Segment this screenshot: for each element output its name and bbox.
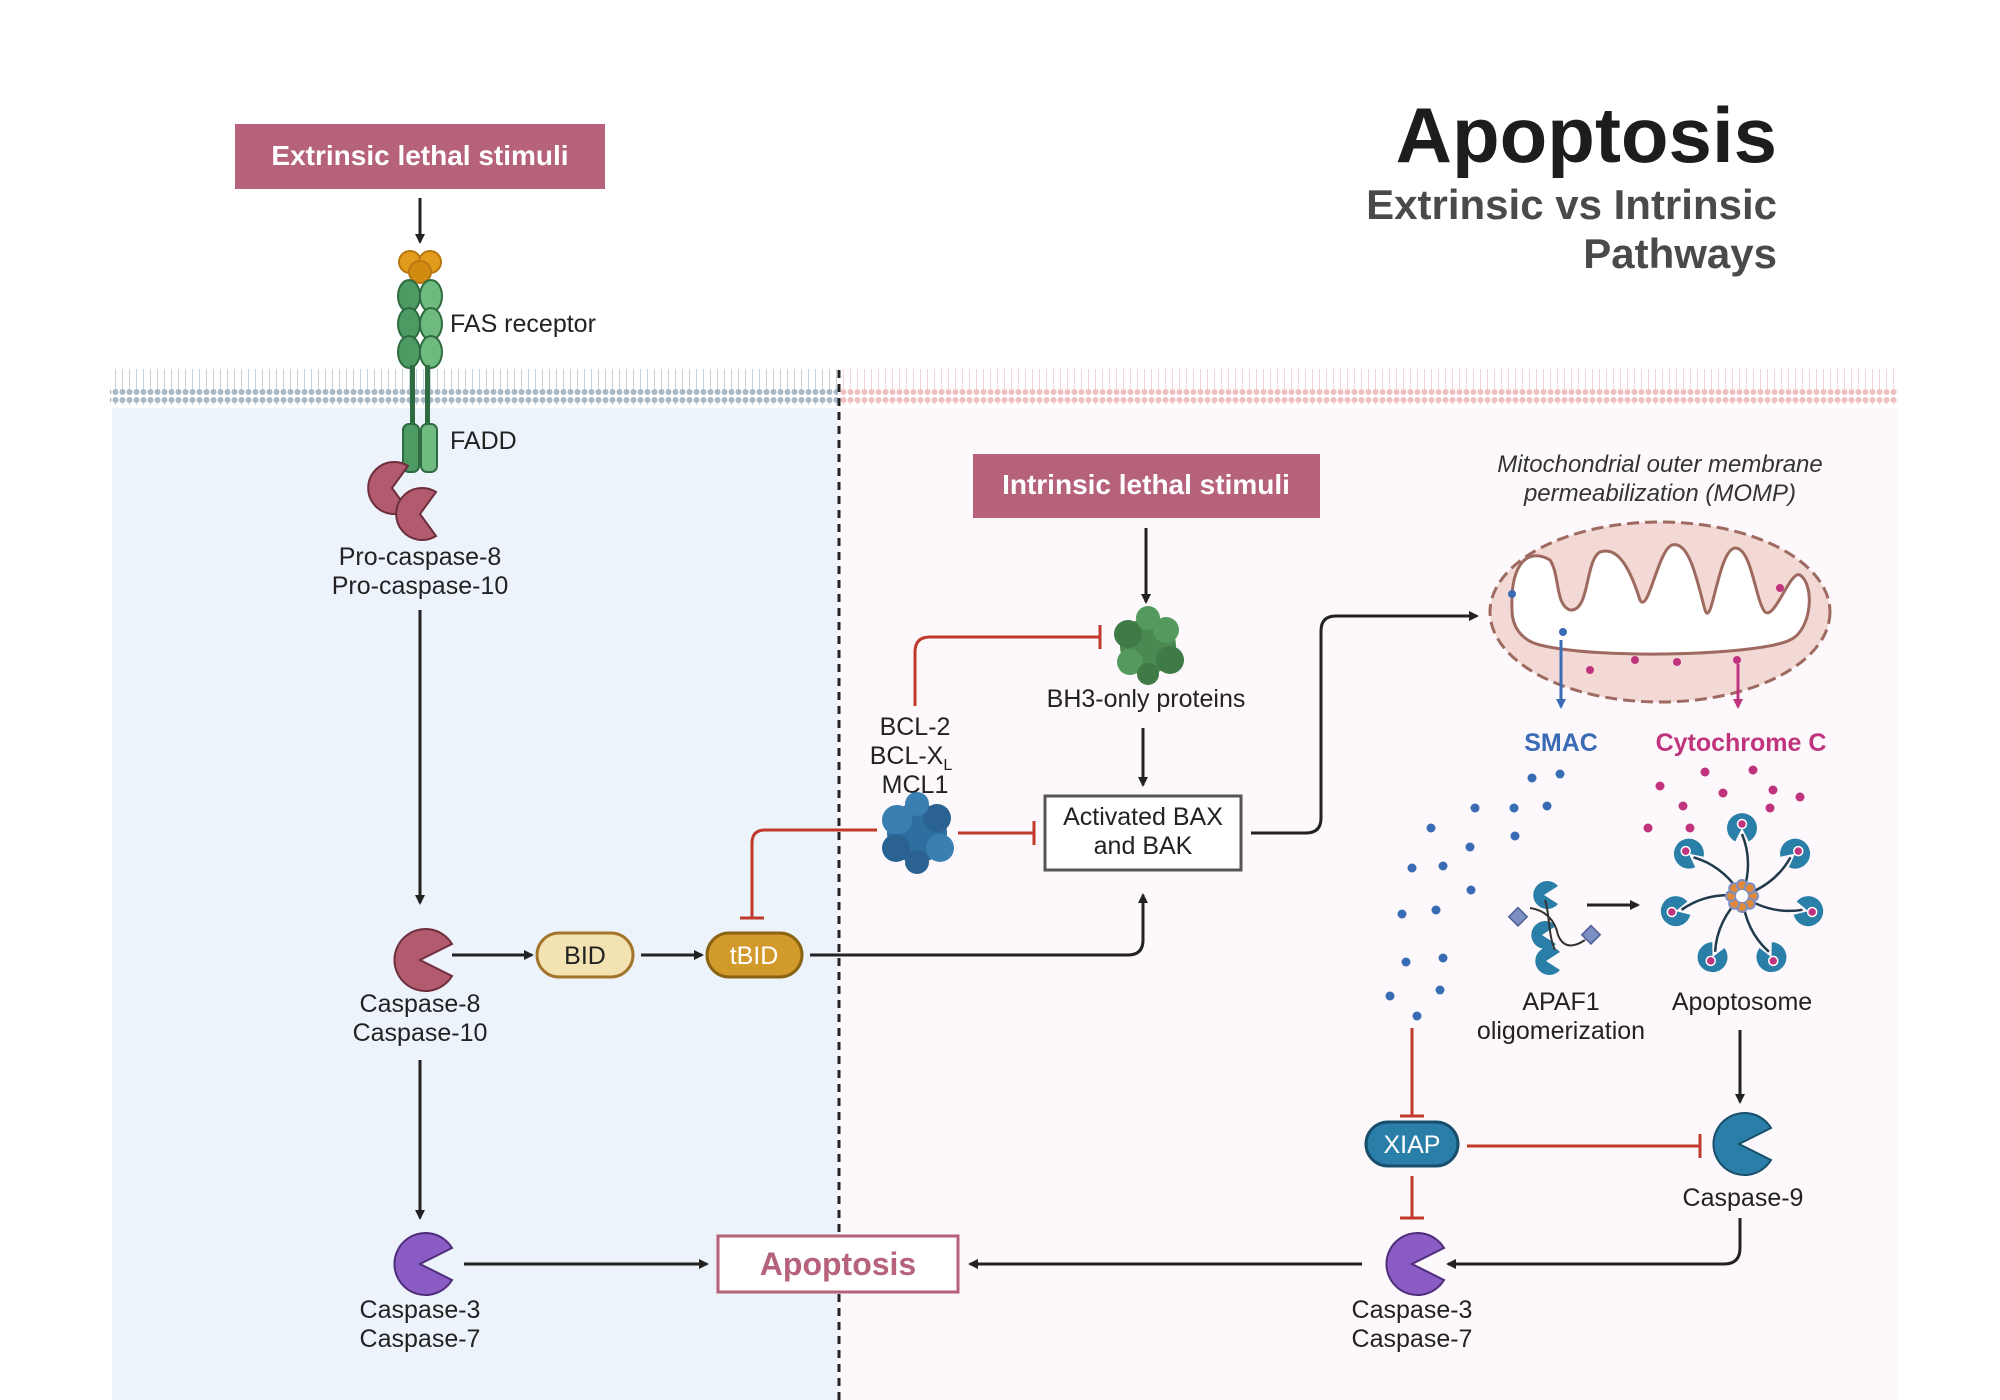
arrow-bax-to-mito	[1251, 611, 1479, 835]
caspase3-intrinsic-label-1: Caspase-3	[1352, 1296, 1473, 1324]
xiap-pill	[1364, 1120, 1460, 1168]
momp-label-1: Mitochondrial outer membrane	[1497, 451, 1823, 478]
extrinsic-stimuli-box	[235, 124, 605, 189]
arrow-caspase9-to-caspase3	[1446, 1218, 1742, 1269]
inhibit-bcl2-to-bh3	[913, 635, 1100, 706]
procaspase-label-2: Pro-caspase-10	[332, 572, 508, 600]
caspase9-icon	[1712, 1112, 1773, 1176]
bid-label: BID	[564, 942, 606, 970]
bax-label-1: Activated BAX	[1063, 803, 1223, 831]
intrinsic-stimuli-box	[973, 454, 1320, 518]
page-subtitle-line2: Pathways	[1583, 230, 1777, 277]
mito-smac-dots	[1508, 590, 1567, 636]
caspase3-extrinsic-icon	[393, 1232, 454, 1296]
plasma-membrane-extrinsic	[110, 369, 838, 405]
intrinsic-stimuli-label: Intrinsic lethal stimuli	[1002, 469, 1290, 500]
procaspase-icon	[367, 461, 438, 541]
bid-pill	[535, 931, 635, 979]
caspase3-intrinsic-label-2: Caspase-7	[1352, 1325, 1473, 1353]
apoptosis-outcome-box	[716, 1234, 960, 1294]
smac-label: SMAC	[1524, 729, 1598, 757]
extrinsic-stimuli-label: Extrinsic lethal stimuli	[271, 140, 568, 171]
bax-label-2: and BAK	[1094, 832, 1193, 860]
xiap-label: XIAP	[1384, 1131, 1441, 1159]
bcl2-label-2: BCL-XL	[870, 742, 953, 774]
bcl2-label-1: BCL-2	[880, 713, 951, 741]
page-title: Apoptosis	[1396, 91, 1777, 179]
apaf1-label-1: APAF1	[1522, 988, 1599, 1016]
cytc-label: Cytochrome C	[1656, 729, 1827, 757]
apaf1-icon	[1507, 881, 1602, 975]
tbid-label: tBID	[730, 942, 779, 970]
fas-receptor-label: FAS receptor	[450, 310, 596, 338]
apoptosis-outcome-label: Apoptosis	[760, 1246, 916, 1282]
inhibit-bcl2-to-tbid	[750, 828, 877, 918]
fadd-label: FADD	[450, 427, 517, 455]
caspase3-intrinsic-icon	[1385, 1232, 1446, 1296]
mito-cytc-dots	[1586, 584, 1784, 674]
page-subtitle-line1: Extrinsic vs Intrinsic	[1366, 181, 1777, 228]
cytc-dots	[1643, 765, 1805, 833]
arrow-tbid-to-bax	[810, 893, 1148, 957]
apoptosome-label: Apoptosome	[1672, 988, 1812, 1016]
bcl2-protein-icon	[882, 792, 954, 874]
fas-ligand-icon	[398, 250, 442, 284]
plasma-membrane-intrinsic	[840, 369, 1898, 405]
fas-receptor-icon	[397, 279, 443, 430]
mitochondrion-icon	[1488, 520, 1832, 704]
apaf1-label-2: oligomerization	[1477, 1017, 1645, 1045]
caspase3-extrinsic-label-2: Caspase-7	[360, 1325, 481, 1353]
caspase8-label-1: Caspase-8	[360, 990, 481, 1018]
procaspase-label-1: Pro-caspase-8	[339, 543, 502, 571]
fadd-icon	[402, 423, 438, 473]
bax-bak-box	[1043, 794, 1243, 872]
apoptosome-icon	[1660, 813, 1824, 973]
caspase9-label: Caspase-9	[1683, 1184, 1804, 1212]
bh3-label: BH3-only proteins	[1047, 685, 1246, 713]
smac-dots	[1385, 769, 1565, 1021]
momp-label-2: permeabilization (MOMP)	[1523, 480, 1796, 507]
caspase8-icon	[393, 928, 454, 992]
caspase8-label-2: Caspase-10	[353, 1019, 488, 1047]
bh3-protein-icon	[1114, 606, 1184, 685]
tbid-pill	[705, 931, 804, 979]
caspase3-extrinsic-label-1: Caspase-3	[360, 1296, 481, 1324]
